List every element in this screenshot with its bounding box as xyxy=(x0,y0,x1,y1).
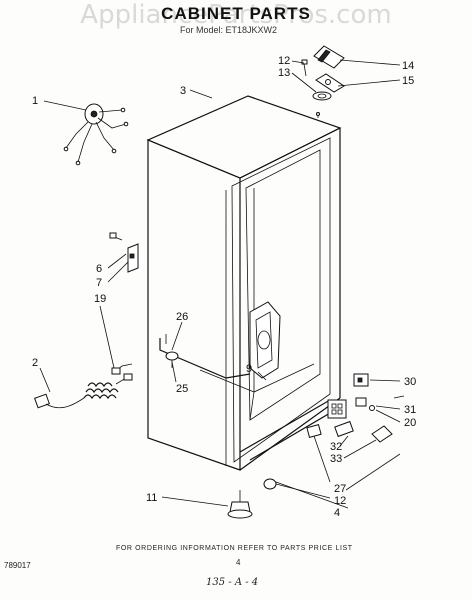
coiled-cord-part-2 xyxy=(34,373,133,409)
hinge-bracket-part-6 xyxy=(109,232,139,273)
power-cord-part-1 xyxy=(63,103,129,166)
page-number: 4 xyxy=(236,558,241,567)
callout-9: 9 xyxy=(246,363,252,375)
callout-26: 26 xyxy=(176,311,188,323)
top-hinge-assembly xyxy=(301,45,345,118)
cabinet-shell xyxy=(146,95,344,471)
callout-6: 6 xyxy=(96,263,102,275)
callout-20: 20 xyxy=(404,417,416,429)
drain-tube-part-26 xyxy=(159,334,251,379)
callout-32: 32 xyxy=(330,441,342,453)
ordering-note: FOR ORDERING INFORMATION REFER TO PARTS … xyxy=(116,545,353,552)
handwritten-code: 135 - A - 4 xyxy=(206,577,258,588)
lower-right-parts xyxy=(263,373,405,490)
drawing-code: 789017 xyxy=(4,561,31,570)
callout-12-top: 12 xyxy=(278,55,290,67)
callout-1: 1 xyxy=(32,95,38,107)
watermark: AppliancePartsPros.com xyxy=(80,0,392,30)
diagram-subtitle: For Model: ET18JKXW2 xyxy=(180,25,278,35)
leader-lines xyxy=(39,59,401,509)
callout-33: 33 xyxy=(330,453,342,465)
wire-harness-part-19 xyxy=(111,363,133,375)
leveling-leg-part-11 xyxy=(227,490,253,519)
callout-2: 2 xyxy=(32,357,38,369)
callout-12-bottom: 12 xyxy=(334,495,346,507)
callout-14: 14 xyxy=(402,60,414,72)
callout-15: 15 xyxy=(402,75,414,87)
callout-25: 25 xyxy=(176,383,188,395)
callout-7: 7 xyxy=(96,277,102,289)
callout-27: 27 xyxy=(334,483,346,495)
air-duct-part-9 xyxy=(249,301,281,381)
callout-31: 31 xyxy=(404,404,416,416)
callout-19: 19 xyxy=(94,293,106,305)
callout-4: 4 xyxy=(334,507,340,519)
diagram-title: CABINET PARTS xyxy=(161,4,311,23)
callout-11: 11 xyxy=(146,492,157,504)
callout-3: 3 xyxy=(180,85,186,97)
callout-30: 30 xyxy=(404,376,416,388)
callout-13: 13 xyxy=(278,67,290,79)
